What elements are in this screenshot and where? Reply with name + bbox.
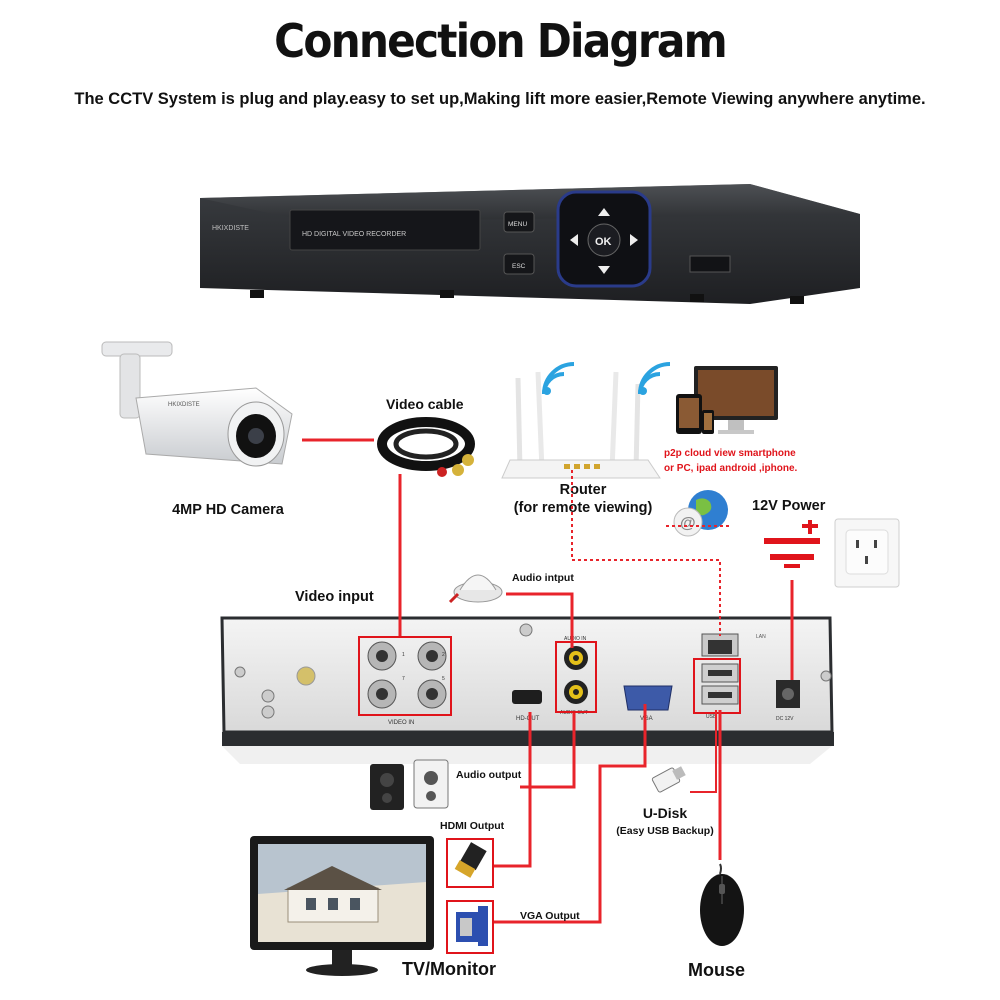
- wire-audio-output: [520, 713, 576, 789]
- page-subtitle: The CCTV System is plug and play.easy to…: [74, 90, 926, 108]
- wire-audio-input: [506, 592, 574, 648]
- svg-text:5: 5: [442, 676, 445, 682]
- hdmi-connector-icon: [454, 842, 487, 878]
- power-label: 12V Power: [752, 498, 826, 514]
- p2p-label: p2p cloud view smartphone or PC, ipad an…: [664, 446, 797, 476]
- arrow-up-icon: [598, 208, 610, 216]
- internet-globe-icon: @: [673, 490, 728, 537]
- camera-brand-logo: HKIXDISTE: [168, 402, 200, 408]
- svg-text:2: 2: [442, 652, 445, 658]
- svg-text:MENU: MENU: [508, 221, 527, 228]
- audio-input-label: Audio intput: [512, 572, 574, 584]
- dvr-front-image: HD DIGITAL VIDEO RECORDER HKIXDISTE MENU…: [200, 184, 860, 304]
- usb-front-port: [689, 255, 731, 273]
- ok-button[interactable]: [587, 223, 621, 257]
- wifi-icon: [638, 362, 671, 395]
- battery-symbol-icon: [764, 520, 820, 568]
- tv-monitor-label: TV/Monitor: [402, 959, 496, 979]
- svg-text:AUDIO IN: AUDIO IN: [564, 636, 587, 642]
- arrow-right-icon: [630, 234, 638, 246]
- tv-monitor-image: [250, 836, 434, 976]
- udisk-label: U-Disk (Easy USB Backup): [600, 804, 730, 840]
- wall-socket-image: [834, 518, 900, 588]
- svg-text:LAN: LAN: [756, 634, 766, 640]
- vga-connector-box: [446, 900, 494, 954]
- router-image: [501, 371, 661, 479]
- video-cable-label: Video cable: [386, 396, 464, 412]
- svg-text:OK: OK: [595, 236, 612, 248]
- microphone-image: [448, 574, 503, 604]
- page-title: Connection Diagram: [274, 14, 728, 68]
- speakers-image: [370, 759, 449, 810]
- udisk-label-line2: (Easy USB Backup): [616, 825, 714, 837]
- mouse-image: [700, 863, 744, 946]
- svg-text:ESC: ESC: [512, 263, 526, 270]
- vga-connector-icon: [456, 906, 488, 946]
- esc-button[interactable]: [503, 253, 535, 275]
- svg-text:@: @: [680, 515, 696, 532]
- arrow-down-icon: [598, 266, 610, 274]
- dvr-brand-logo: HKIXDISTE: [212, 225, 249, 232]
- dvr-rear-panel-image: 1 2 7 5 VIDEO IN AUDIO IN AUDIO OUT HD-O…: [220, 616, 834, 764]
- bnc-ports: [367, 641, 447, 709]
- bullet-camera-image: HKIXDISTE: [101, 341, 293, 467]
- svg-text:USB: USB: [706, 714, 717, 720]
- usb-drive-icon: [651, 766, 686, 793]
- svg-text:HD-OUT: HD-OUT: [516, 716, 540, 722]
- svg-text:VIDEO IN: VIDEO IN: [388, 720, 414, 726]
- svg-text:DC 12V: DC 12V: [776, 716, 794, 722]
- hdmi-connector-box: [446, 838, 494, 888]
- p2p-line1: p2p cloud view smartphone: [664, 448, 796, 459]
- arrow-left-icon: [570, 234, 578, 246]
- wire-vga-output: [494, 704, 647, 924]
- audio-output-label: Audio output: [456, 769, 522, 781]
- router-label: Router (for remote viewing): [478, 481, 688, 517]
- hdmi-output-label: HDMI Output: [440, 820, 505, 832]
- wifi-icon: [542, 362, 575, 395]
- svg-text:7: 7: [402, 676, 405, 682]
- mouse-label: Mouse: [688, 960, 746, 980]
- video-in-highlight: [358, 636, 452, 716]
- vga-port: [623, 685, 673, 711]
- wire-lan-dotted: [571, 470, 721, 636]
- devices-image: [676, 366, 778, 434]
- svg-text:1: 1: [402, 652, 405, 658]
- p2p-line2: or PC, ipad android ,iphone.: [664, 463, 798, 474]
- display-window: [289, 209, 481, 251]
- router-label-line2: (for remote viewing): [513, 500, 653, 516]
- camera-label: 4MP HD Camera: [172, 502, 284, 518]
- video-cable-coil-image: [377, 417, 475, 477]
- menu-button[interactable]: [503, 211, 535, 233]
- wire-udisk: [690, 710, 717, 793]
- wire-hdmi-output: [494, 712, 532, 868]
- svg-text:HD DIGITAL VIDEO RECORDER: HD DIGITAL VIDEO RECORDER: [302, 231, 406, 238]
- udisk-label-line1: U-Disk: [642, 805, 688, 821]
- video-input-label: Video input: [295, 589, 374, 605]
- hdmi-port: [512, 690, 542, 704]
- vga-output-label: VGA Output: [520, 910, 580, 922]
- audio-highlight: [555, 641, 597, 713]
